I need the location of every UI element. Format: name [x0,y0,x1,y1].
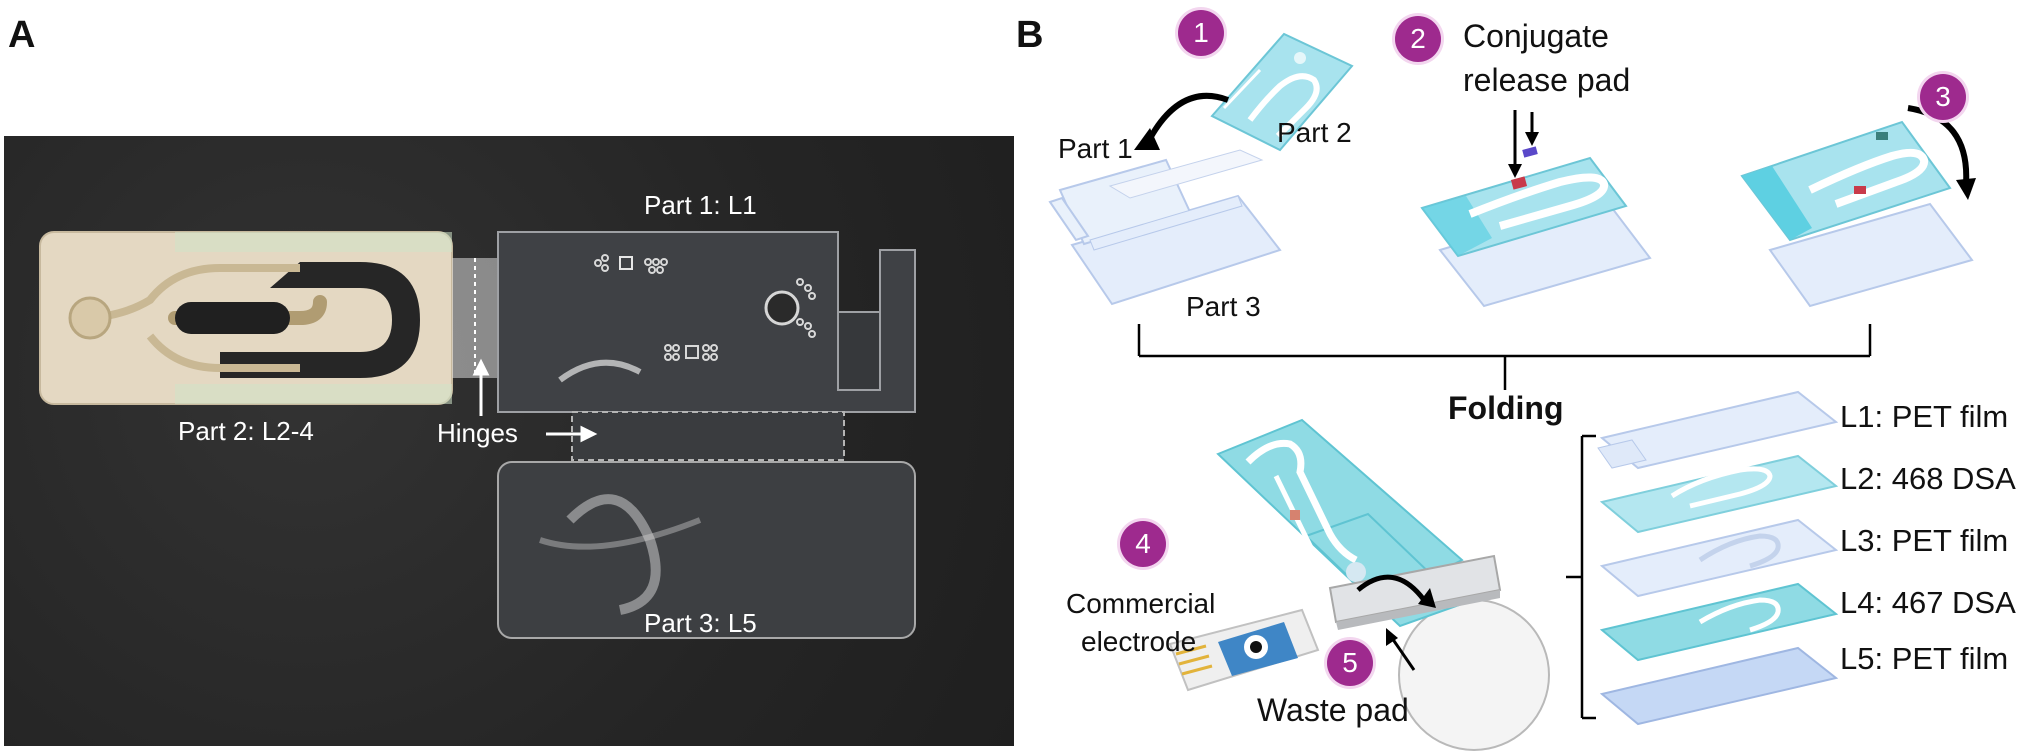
waste-pad-arrow [1390,637,1416,671]
layer-l5-label: L5: PET film [1840,641,2009,676]
waste-pad-disc [1398,599,1550,751]
step-1-marker: 1 [1178,10,1224,56]
hinges-label: Hinges [437,418,518,448]
part3-clear-film [497,461,916,639]
conjugate-label-line1: Conjugate [1463,18,1609,54]
layer-l5 [1599,646,1839,726]
layer-bracket [1566,434,1596,720]
fold-arrow-1 [1145,92,1230,144]
fold-arrow-3 [1907,105,1970,185]
part1-clear-film [497,231,916,413]
part3-b-label: Part 3 [1186,291,1261,322]
commercial-electrode [1168,608,1320,692]
fold-arrow-4 [1356,574,1426,602]
panel-b-letter: B [1016,14,1044,56]
layer-l1-label: L1: PET film [1840,399,2009,434]
folding-label: Folding [1448,390,1564,426]
step-2-marker: 2 [1395,16,1441,62]
part2-label: Part 2: L2-4 [178,416,314,446]
part3-label: Part 3: L5 [644,608,757,638]
waste-pad-label: Waste pad [1257,692,1409,728]
part1-b-label: Part 1 [1058,133,1133,164]
hinge-arrows [472,358,598,443]
step-3-marker: 3 [1920,74,1966,120]
commercial-label-line2: electrode [1081,626,1197,657]
layer-l3-label: L3: PET film [1840,523,2009,558]
hinge-region [571,411,845,461]
layer-l4-label: L4: 467 DSA [1840,585,2016,620]
layer-l2-label: L2: 468 DSA [1840,461,2016,496]
step-4-marker: 4 [1120,521,1166,567]
step1-unfolded-device [1048,32,1354,306]
part2-b-label: Part 2 [1277,117,1352,148]
commercial-label-line1: Commercial [1066,588,1216,619]
part1-label: Part 1: L1 [644,190,757,220]
exploded-layers [1597,390,1839,726]
step-5-marker: 5 [1327,640,1373,686]
step3-device [1740,120,1974,308]
folding-bracket [1137,324,1872,390]
step2-device [1420,146,1652,308]
conjugate-label-line2: release pad [1463,62,1631,98]
panel-a-letter: A [8,14,36,56]
